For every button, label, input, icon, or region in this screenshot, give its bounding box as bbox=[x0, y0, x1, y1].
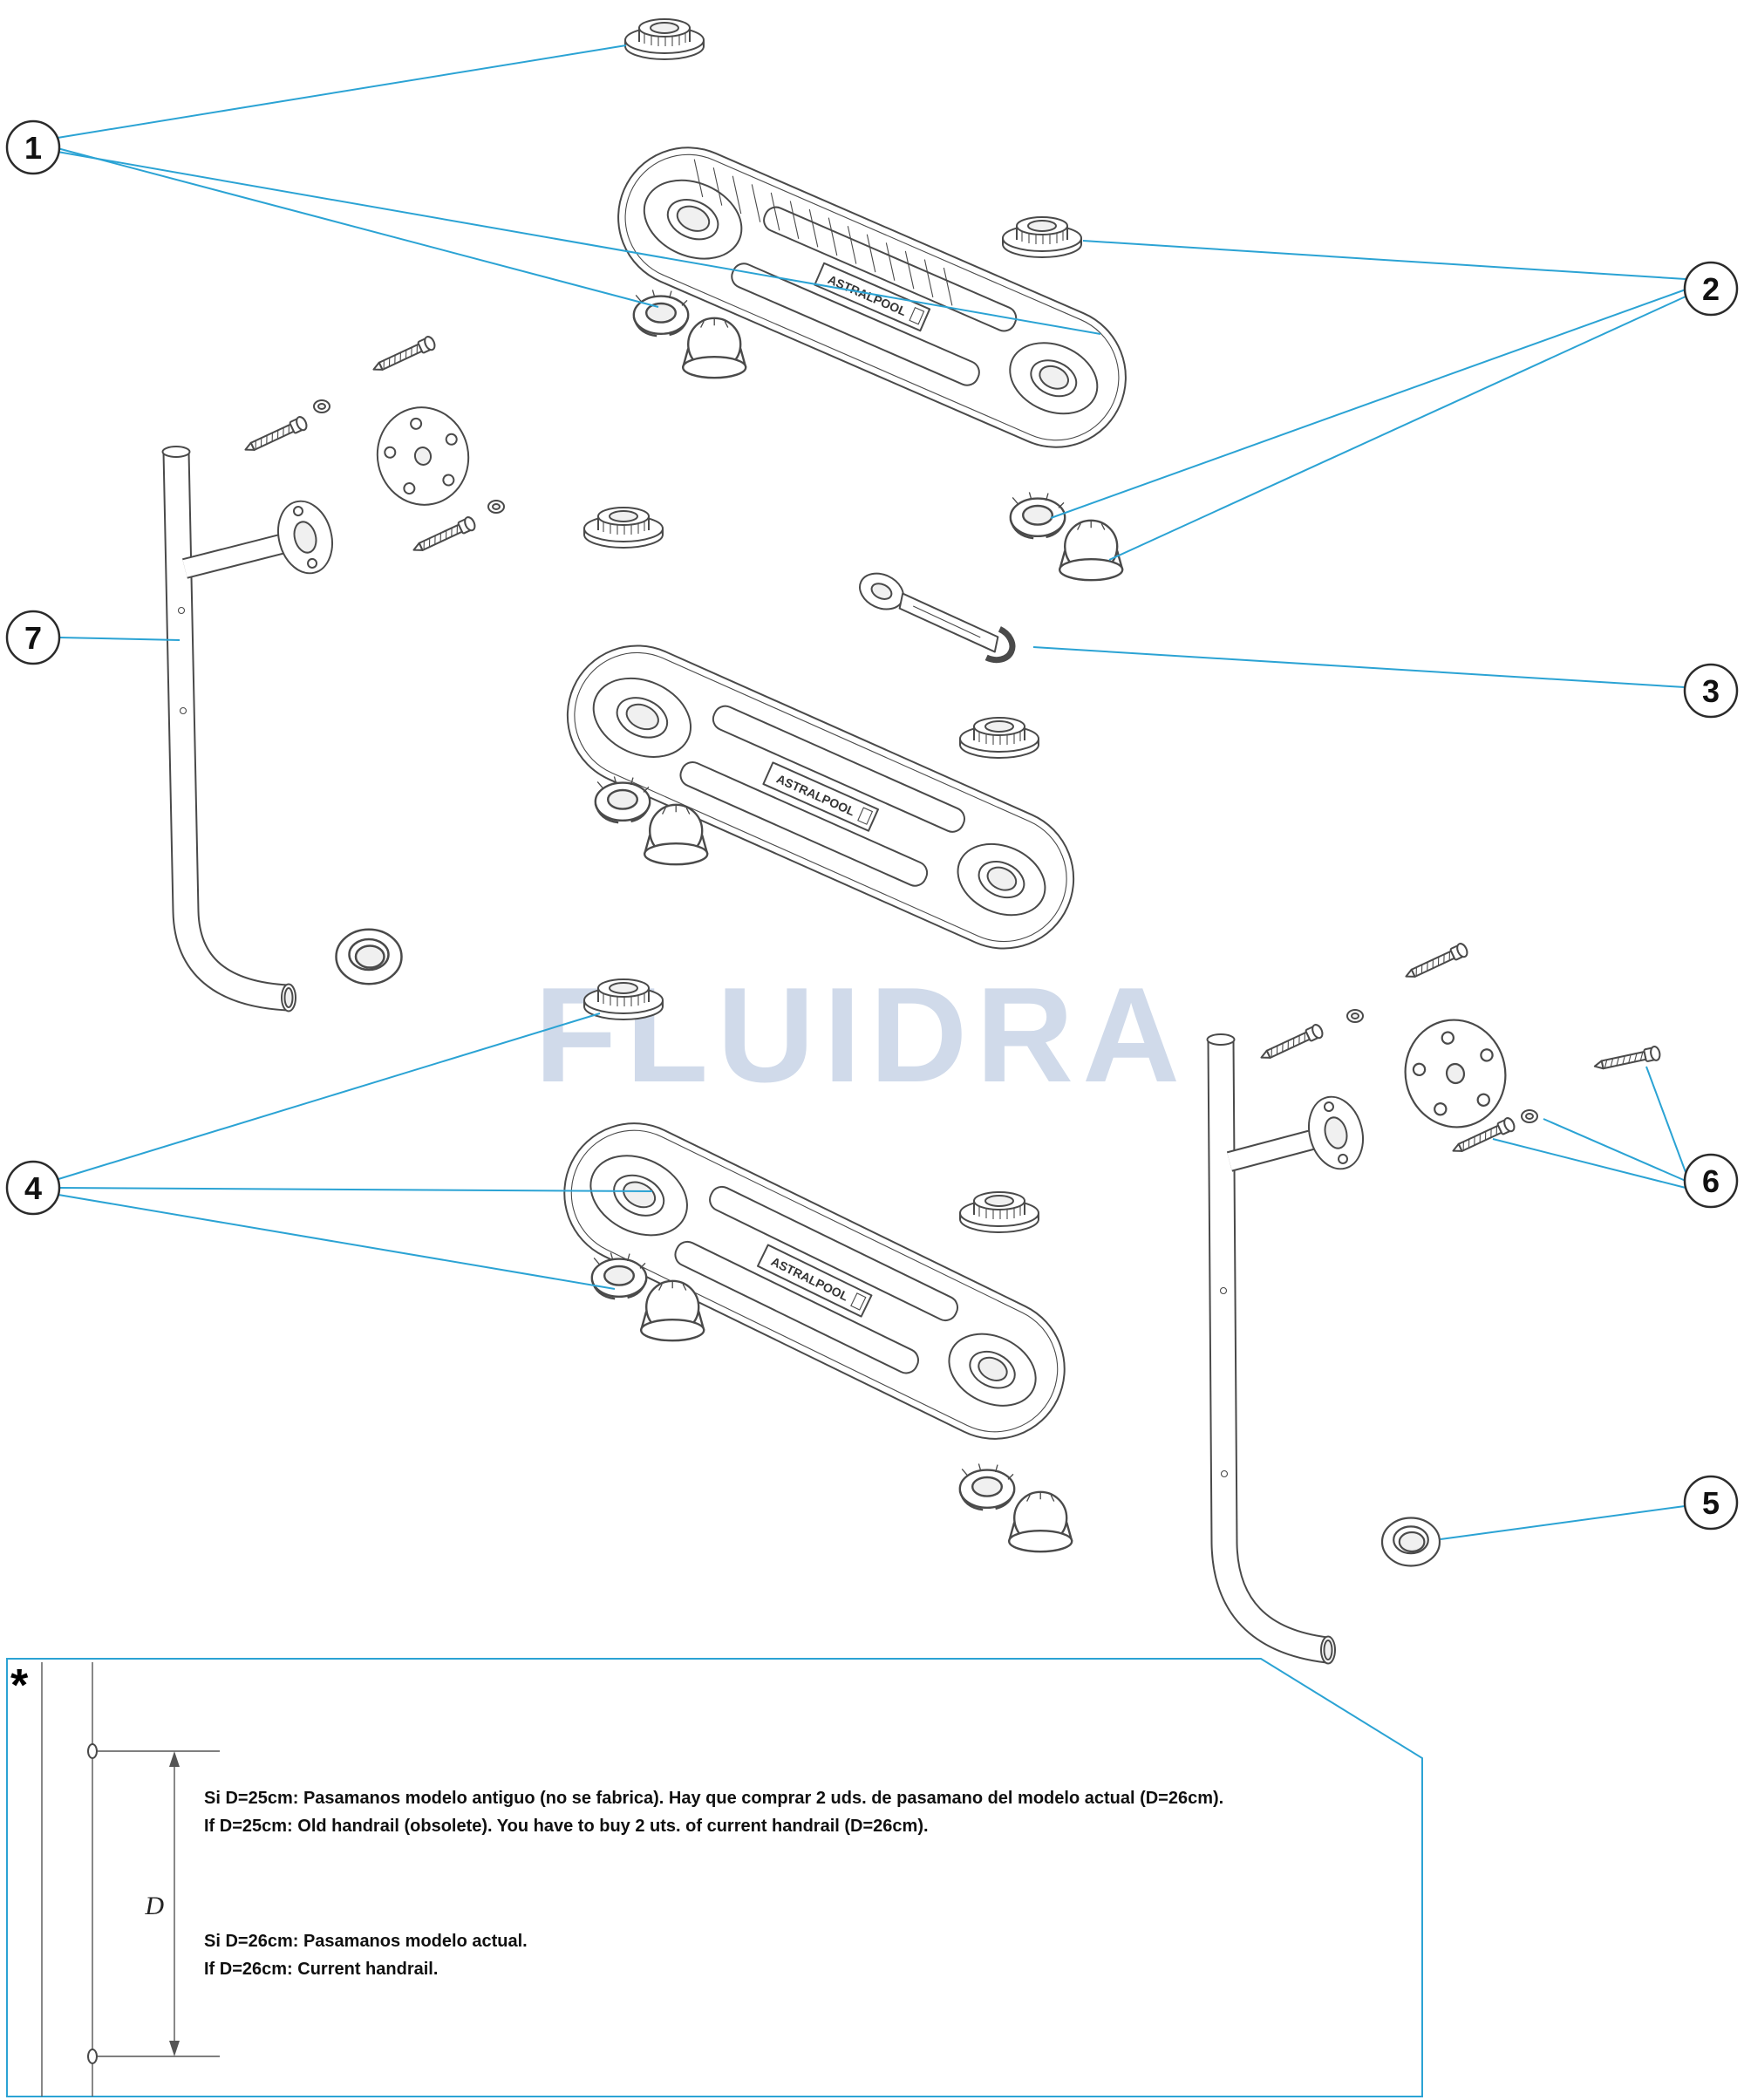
callout-1: 1 bbox=[5, 119, 61, 175]
callout-5-label: 5 bbox=[1702, 1485, 1720, 1521]
washer-3 bbox=[1346, 1009, 1364, 1023]
asterisk-marker: * bbox=[10, 1660, 29, 1711]
lag-screw-7 bbox=[1592, 1045, 1662, 1074]
leader-line-2b bbox=[1050, 289, 1686, 519]
lag-screw-4 bbox=[1402, 941, 1470, 984]
leader-line-2a bbox=[1082, 240, 1686, 280]
handrail-right bbox=[1206, 1033, 1364, 1665]
callout-6-label: 6 bbox=[1702, 1163, 1720, 1199]
note-d25-en: If D=25cm: Old handrail (obsolete). You … bbox=[204, 1817, 929, 1836]
escutcheon-ring-1 bbox=[335, 928, 403, 985]
note-box: * D Si D=25cm: Pasamanos modelo antiguo … bbox=[6, 1658, 1423, 2097]
lag-screw-1 bbox=[370, 334, 438, 377]
lock-nut-6 bbox=[959, 1191, 1039, 1233]
leader-line-3 bbox=[1032, 646, 1686, 688]
leader-lines bbox=[57, 44, 1686, 1540]
callout-6: 6 bbox=[1683, 1153, 1739, 1209]
lag-screw-2 bbox=[242, 414, 310, 457]
leader-line-6c bbox=[1492, 1138, 1686, 1189]
step1-ribbing bbox=[693, 159, 953, 306]
note-d26-en: If D=26cm: Current handrail. bbox=[204, 1960, 438, 1979]
lag-screw-3 bbox=[410, 515, 478, 557]
clamp-pair-2 bbox=[1011, 492, 1122, 580]
lock-nut-4 bbox=[959, 717, 1039, 759]
callout-3: 3 bbox=[1683, 663, 1739, 719]
wall-flange-right bbox=[1308, 1095, 1364, 1170]
clamp-pair-5 bbox=[960, 1463, 1072, 1551]
wall-flange-left bbox=[277, 500, 333, 575]
callout-7-label: 7 bbox=[24, 620, 42, 656]
leader-line-6b bbox=[1543, 1118, 1686, 1182]
note-d26-es: Si D=26cm: Pasamanos modelo actual. bbox=[204, 1932, 528, 1951]
washer-4 bbox=[1521, 1109, 1538, 1123]
leader-line-1a bbox=[57, 44, 627, 139]
handrail-left bbox=[161, 446, 333, 1012]
washer-1 bbox=[313, 399, 330, 413]
callout-4-label: 4 bbox=[24, 1170, 42, 1206]
callout-4: 4 bbox=[5, 1160, 61, 1216]
leader-line-4a bbox=[58, 1012, 601, 1180]
callout-2: 2 bbox=[1683, 261, 1739, 317]
leader-line-7 bbox=[58, 637, 181, 641]
callout-2-label: 2 bbox=[1702, 271, 1720, 307]
lock-nut-2 bbox=[1002, 216, 1082, 258]
leader-line-6a bbox=[1645, 1066, 1686, 1173]
callout-5: 5 bbox=[1683, 1475, 1739, 1531]
leader-line-5 bbox=[1440, 1505, 1686, 1540]
dimension-sketch: D bbox=[41, 1662, 220, 2097]
leader-line-1c bbox=[57, 151, 1101, 335]
dimension-label: D bbox=[144, 1892, 164, 1920]
callout-3-label: 3 bbox=[1702, 673, 1720, 709]
lag-screw-5 bbox=[1257, 1022, 1325, 1065]
washer-2 bbox=[487, 500, 505, 514]
leader-line-4c bbox=[58, 1194, 616, 1290]
lock-nut-1 bbox=[624, 18, 705, 60]
callout-7: 7 bbox=[5, 610, 61, 665]
anchor-flange-right bbox=[1394, 1009, 1516, 1138]
leader-line-1b bbox=[57, 147, 659, 308]
ladder-step-1 bbox=[595, 125, 1149, 470]
lock-nut-3 bbox=[583, 507, 664, 549]
note-d25-es: Si D=25cm: Pasamanos modelo antiguo (no … bbox=[204, 1789, 1223, 1808]
leader-line-4b bbox=[58, 1187, 653, 1192]
escutcheon-ring-2 bbox=[1380, 1517, 1441, 1567]
spanner-wrench bbox=[854, 567, 1018, 667]
leader-line-2c bbox=[1108, 296, 1686, 561]
callout-1-label: 1 bbox=[24, 130, 42, 166]
anchor-flange-left bbox=[367, 398, 479, 515]
